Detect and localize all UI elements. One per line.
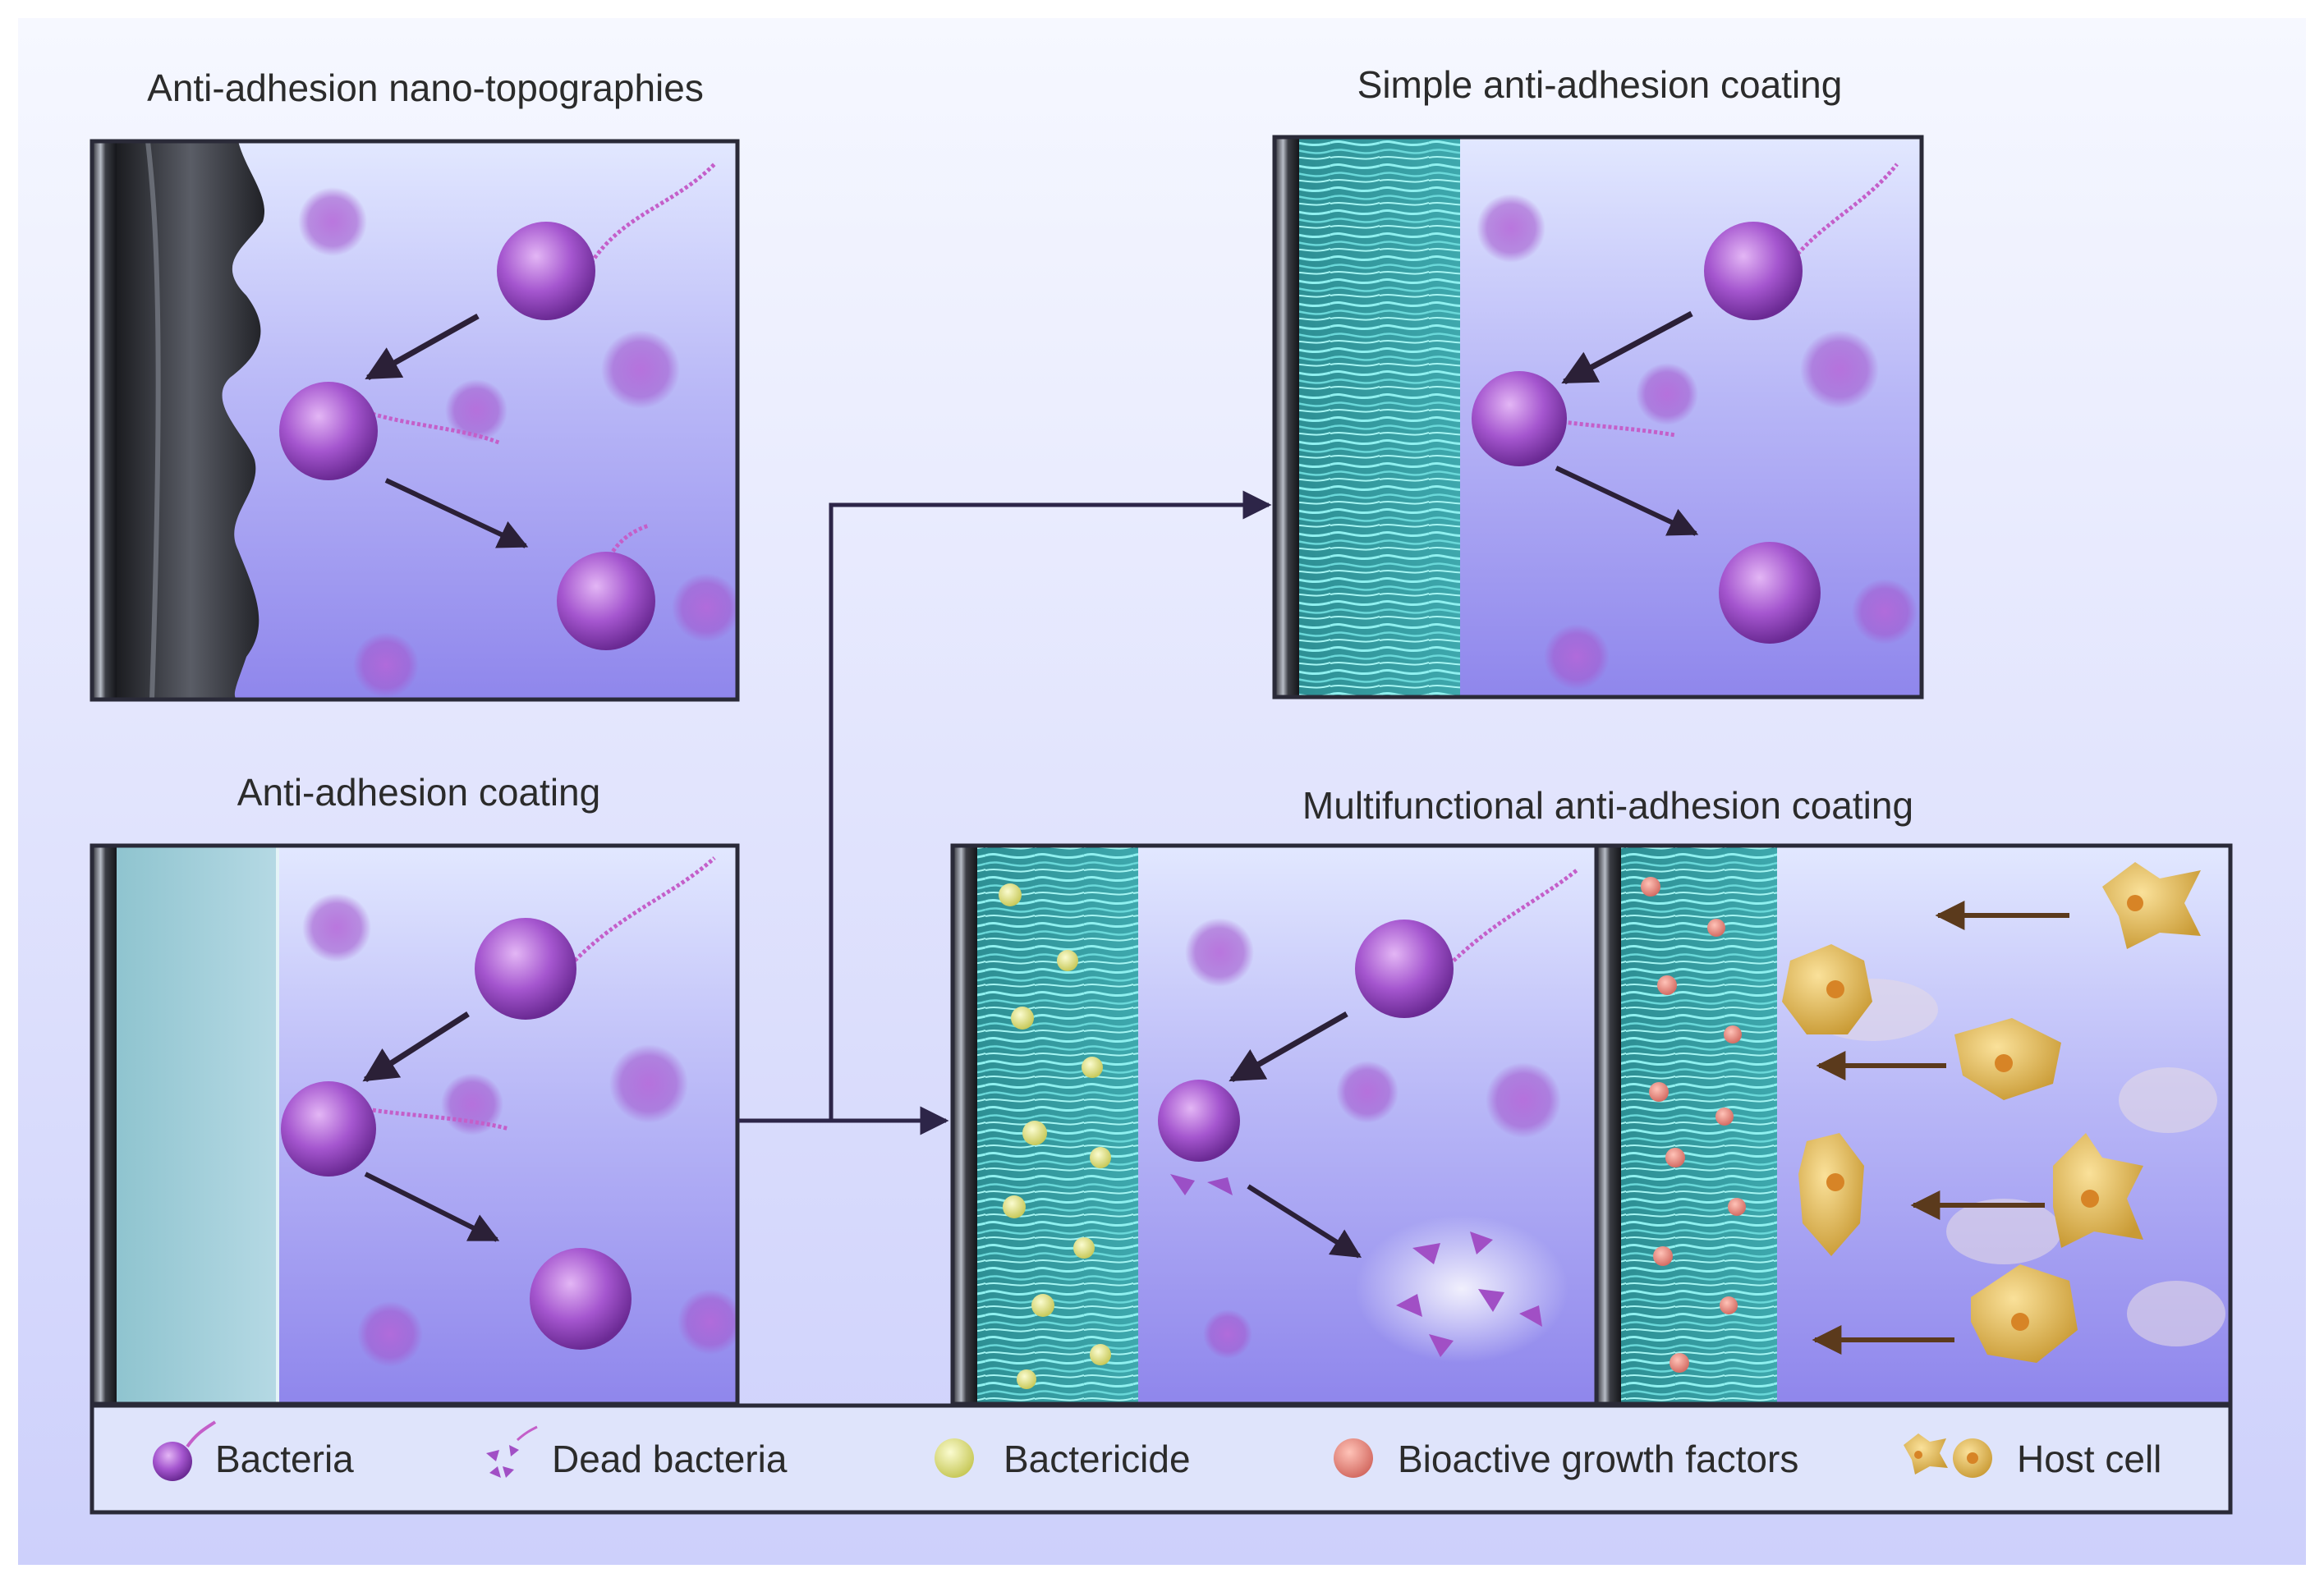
title-multifunctional-coating: Multifunctional anti-adhesion coating [1302,784,1914,827]
legend-host-cell-icon [1904,1433,1992,1478]
bactericide-particles [999,883,1111,1389]
legend-label-dead-bacteria: Dead bacteria [552,1438,788,1480]
host-cells [1782,862,2225,1363]
title-anti-adhesion-coating: Anti-adhesion coating [237,771,601,814]
legend-label-bactericide: Bactericide [1004,1438,1191,1480]
legend [90,1403,2233,1515]
title-simple-coating: Simple anti-adhesion coating [1357,63,1843,106]
dead-bacteria-fragments [1396,1232,1542,1357]
legend-label-growth-factors: Bioactive growth factors [1398,1438,1799,1480]
flow-connectors [737,490,1272,1135]
panel-anti-adhesion-coating [92,846,737,1404]
legend-bacteria-icon [153,1420,217,1481]
legend-label-host-cell: Host cell [2017,1438,2162,1480]
growth-factor-particles [1641,877,1746,1373]
panel-nano-topographies [92,141,737,699]
legend-growth-factor-icon [1334,1438,1373,1478]
legend-label-bacteria: Bacteria [215,1438,354,1480]
title-nano-topographies: Anti-adhesion nano-topographies [147,67,704,109]
panel-multifunctional-coating [950,843,2233,1406]
legend-bactericide-icon [935,1438,974,1478]
legend-dead-bacteria-icon [486,1425,538,1478]
panel-simple-coating [1275,137,1922,697]
